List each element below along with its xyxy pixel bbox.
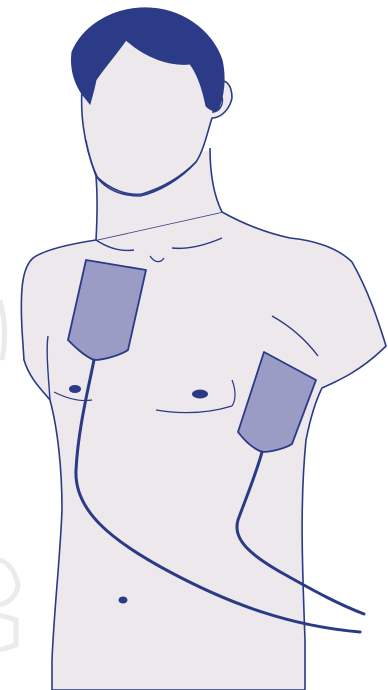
right-nipple (192, 390, 208, 399)
navel (119, 597, 128, 604)
neck-left-line (96, 176, 97, 240)
watermark (0, 300, 18, 650)
watermark-fragment-1 (0, 300, 5, 360)
watermark-fragment-2 (0, 560, 18, 605)
left-nipple (69, 385, 81, 393)
watermark-fragment-3 (0, 615, 16, 650)
